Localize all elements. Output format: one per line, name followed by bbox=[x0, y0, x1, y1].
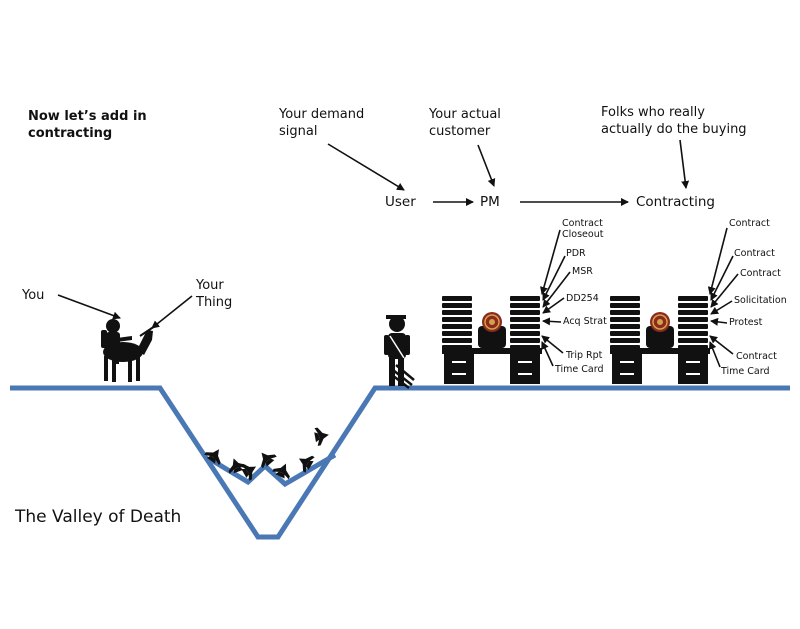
flow-pm: PM bbox=[480, 194, 500, 210]
pm-doc-trip-rpt: Trip Rpt bbox=[566, 350, 603, 361]
buyers-annotation: Folks who really actually do the buying bbox=[601, 104, 747, 138]
heading: Now let’s add in contracting bbox=[28, 108, 147, 142]
contracting-doc-protest: Protest bbox=[729, 317, 763, 328]
customer-line-2: customer bbox=[429, 124, 491, 139]
you-label: You bbox=[22, 288, 45, 303]
pm-desk-icon bbox=[442, 296, 542, 384]
demand-signal-annotation: Your demand signal bbox=[279, 106, 364, 140]
pm-doc-contract-closeout-line-1: Contract bbox=[562, 218, 603, 229]
buyers-line-1: Folks who really bbox=[601, 105, 705, 120]
pm-doc-acq-strat: Acq Strat bbox=[563, 316, 607, 327]
pm-doc-contract-closeout-line-2: Closeout bbox=[562, 229, 604, 240]
actual-customer-annotation: Your actual customer bbox=[429, 106, 501, 140]
pm-doc-contract-closeout: Contract Closeout bbox=[562, 218, 603, 240]
soldier-icon bbox=[384, 315, 415, 389]
heading-line-2: contracting bbox=[28, 126, 113, 141]
valley-inner-line bbox=[206, 452, 337, 488]
heading-line-1: Now let’s add in bbox=[28, 109, 147, 124]
demand-line-1: Your demand bbox=[279, 107, 365, 122]
arrows bbox=[57, 139, 739, 368]
valley-ground-outer bbox=[10, 385, 790, 540]
your-thing-line-1: Your bbox=[196, 278, 224, 293]
contracting-doc-contract-2: Contract bbox=[734, 248, 775, 259]
pm-doc-dd254: DD254 bbox=[566, 293, 599, 304]
flow-contracting: Contracting bbox=[636, 194, 715, 210]
your-thing-line-2: Thing bbox=[196, 295, 233, 310]
customer-line-1: Your actual bbox=[429, 107, 501, 122]
pm-doc-msr: MSR bbox=[572, 266, 593, 277]
valley-of-death-label: The Valley of Death bbox=[15, 507, 182, 527]
pm-doc-pdr: PDR bbox=[566, 248, 586, 259]
contracting-doc-solicitation: Solicitation bbox=[734, 295, 787, 306]
contracting-doc-contract-1: Contract bbox=[729, 218, 770, 229]
contracting-desk-icon bbox=[610, 296, 710, 384]
your-thing-label: Your Thing bbox=[196, 277, 232, 311]
rider-on-horse-icon bbox=[101, 319, 159, 382]
pm-doc-time-card: Time Card bbox=[555, 364, 604, 375]
contracting-doc-time-card: Time Card bbox=[721, 366, 770, 377]
contracting-doc-contract-4: Contract bbox=[736, 351, 777, 362]
contracting-doc-contract-3: Contract bbox=[740, 268, 781, 279]
demand-line-2: signal bbox=[279, 124, 318, 139]
fallen-drones bbox=[203, 425, 331, 482]
flow-user: User bbox=[385, 194, 416, 210]
buyers-line-2: actually do the buying bbox=[601, 122, 747, 137]
